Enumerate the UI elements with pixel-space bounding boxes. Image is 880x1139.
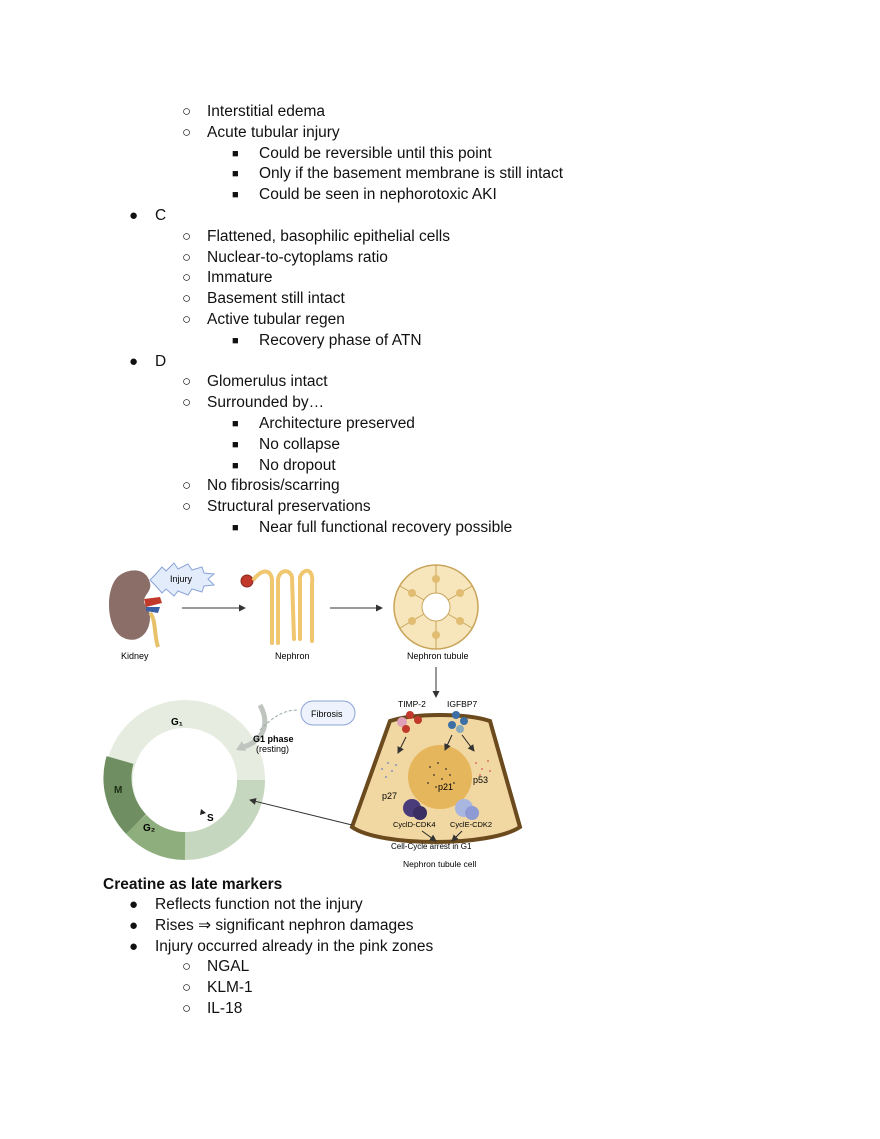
- p21-label: p21: [438, 782, 453, 792]
- list-item-text: No collapse: [259, 435, 340, 453]
- cycle-direction-icon: [200, 809, 206, 815]
- cell-cycle-ring: [103, 700, 265, 860]
- list-item-text: Only if the basement membrane is still i…: [259, 165, 564, 183]
- bullet-icon: ○: [182, 498, 192, 516]
- list-item-text: C: [155, 207, 167, 224]
- igfbp7-label: IGFBP7: [447, 699, 478, 709]
- figure-svg: Kidney Injury Nephron Nephron tubule: [103, 562, 523, 869]
- bullet-icon: ○: [182, 269, 192, 287]
- kidney-illustration: [108, 570, 162, 648]
- bullet-icon: ●: [129, 352, 139, 370]
- injury-label: Injury: [170, 574, 193, 584]
- bullet-icon: ○: [182, 290, 192, 308]
- arrest-label: Cell-Cycle arrest in G1: [391, 842, 472, 851]
- bullet-icon: ○: [182, 227, 192, 245]
- bullet-icon: ■: [232, 189, 239, 202]
- m-label: M: [114, 785, 122, 796]
- tubule-label: Nephron tubule: [407, 651, 469, 661]
- list-item-text: IL-18: [207, 1000, 243, 1017]
- list-item-text: Architecture preserved: [259, 415, 415, 432]
- tubule-cell: [349, 713, 523, 844]
- list-item-text: Immature: [207, 269, 273, 287]
- bullet-icon: ○: [182, 103, 192, 120]
- kidney-label: Kidney: [121, 651, 149, 661]
- list-item-text: Glomerulus intact: [207, 373, 328, 391]
- injury-burst: [149, 562, 216, 597]
- fibrosis-label: Fibrosis: [311, 709, 343, 719]
- resting-label: (resting): [256, 744, 289, 754]
- bullet-icon: ●: [129, 896, 139, 913]
- bullet-icon: ■: [232, 459, 239, 472]
- fibrosis-box: [300, 700, 356, 726]
- list-item-text: Nuclear-to-cytoplams ratio: [207, 248, 388, 266]
- p53-label: p53: [473, 775, 488, 785]
- bullet-icon: ■: [232, 168, 239, 181]
- list-item-text: Could be reversible until this point: [259, 144, 492, 162]
- list-item-text: Recovery phase of ATN: [259, 331, 422, 349]
- bullet-icon: ●: [129, 207, 139, 224]
- bullet-icon: ○: [182, 248, 192, 266]
- section-heading: Creatine as late markers: [103, 876, 283, 893]
- bullet-icon: ■: [232, 418, 239, 430]
- list-item-text: Reflects function not the injury: [155, 896, 363, 913]
- bullet-icon: ■: [232, 522, 239, 534]
- cyce-label: CyclE-CDK2: [450, 820, 492, 829]
- tubule-cross-section: [393, 564, 479, 650]
- bullet-icon: ●: [129, 937, 139, 955]
- bullet-icon: ○: [182, 958, 192, 976]
- list-item-text: Rises ⇒ significant nephron damages: [155, 916, 414, 934]
- bullet-icon: ○: [182, 979, 192, 997]
- list-item-text: Basement still intact: [207, 290, 345, 308]
- list-item-text: Near full functional recovery possible: [259, 519, 513, 536]
- timp2-molecule: [397, 711, 422, 733]
- nephron-label: Nephron: [275, 651, 310, 661]
- cyce-cdk2-complex: [455, 799, 479, 820]
- bullet-icon: ○: [182, 311, 192, 328]
- g2-label: G₂: [143, 823, 155, 834]
- list-item-text: D: [155, 352, 167, 370]
- bullet-icon: ■: [232, 438, 239, 451]
- list-item-text: Surrounded by…: [207, 394, 325, 412]
- timp2-label: TIMP-2: [398, 699, 426, 709]
- p27-label: p27: [382, 791, 397, 801]
- cycd-cdk4-complex: [403, 799, 427, 820]
- bullet-icon: ○: [182, 123, 192, 141]
- g1-phase-label: G1 phase: [253, 734, 294, 744]
- bullet-icon: ○: [182, 373, 192, 391]
- list-item-text: KLM-1: [207, 979, 253, 997]
- g1-label: G₁: [171, 717, 183, 728]
- list-item-text: Acute tubular injury: [207, 123, 340, 141]
- list-item-text: Injury occurred already in the pink zone…: [155, 937, 434, 955]
- cell-cycle-figure: Kidney Injury Nephron Nephron tubule: [100, 555, 540, 873]
- s-label: S: [207, 813, 214, 824]
- list-item-text: Structural preservations: [207, 498, 371, 516]
- resting-arc: [239, 703, 268, 751]
- list-item-text: Active tubular regen: [207, 311, 345, 328]
- list-item-text: NGAL: [207, 958, 250, 976]
- fibrosis-link: [259, 709, 299, 731]
- arrow-cell-to-cycle: [249, 798, 353, 826]
- bullet-icon: ○: [182, 477, 192, 495]
- nephron-illustration: [240, 568, 315, 645]
- bullet-icon: ○: [182, 394, 192, 412]
- bullet-icon: ■: [232, 147, 239, 160]
- list-item-text: Flattened, basophilic epithelial cells: [207, 227, 450, 245]
- bullet-icon: ■: [232, 334, 239, 347]
- bullet-icon: ●: [129, 916, 139, 934]
- list-item-text: No dropout: [259, 456, 336, 474]
- list-item-text: No fibrosis/scarring: [207, 477, 340, 495]
- tubule-cell-label: Nephron tubule cell: [403, 859, 476, 869]
- igfbp7-molecule: [448, 711, 468, 733]
- list-item-text: Could be seen in nephorotoxic AKI: [259, 186, 497, 204]
- list-item-text: Interstitial edema: [207, 103, 326, 120]
- resting-arrow-icon: [236, 741, 246, 751]
- cycd-label: CyclD-CDK4: [393, 820, 436, 829]
- bullet-icon: ○: [182, 1000, 192, 1017]
